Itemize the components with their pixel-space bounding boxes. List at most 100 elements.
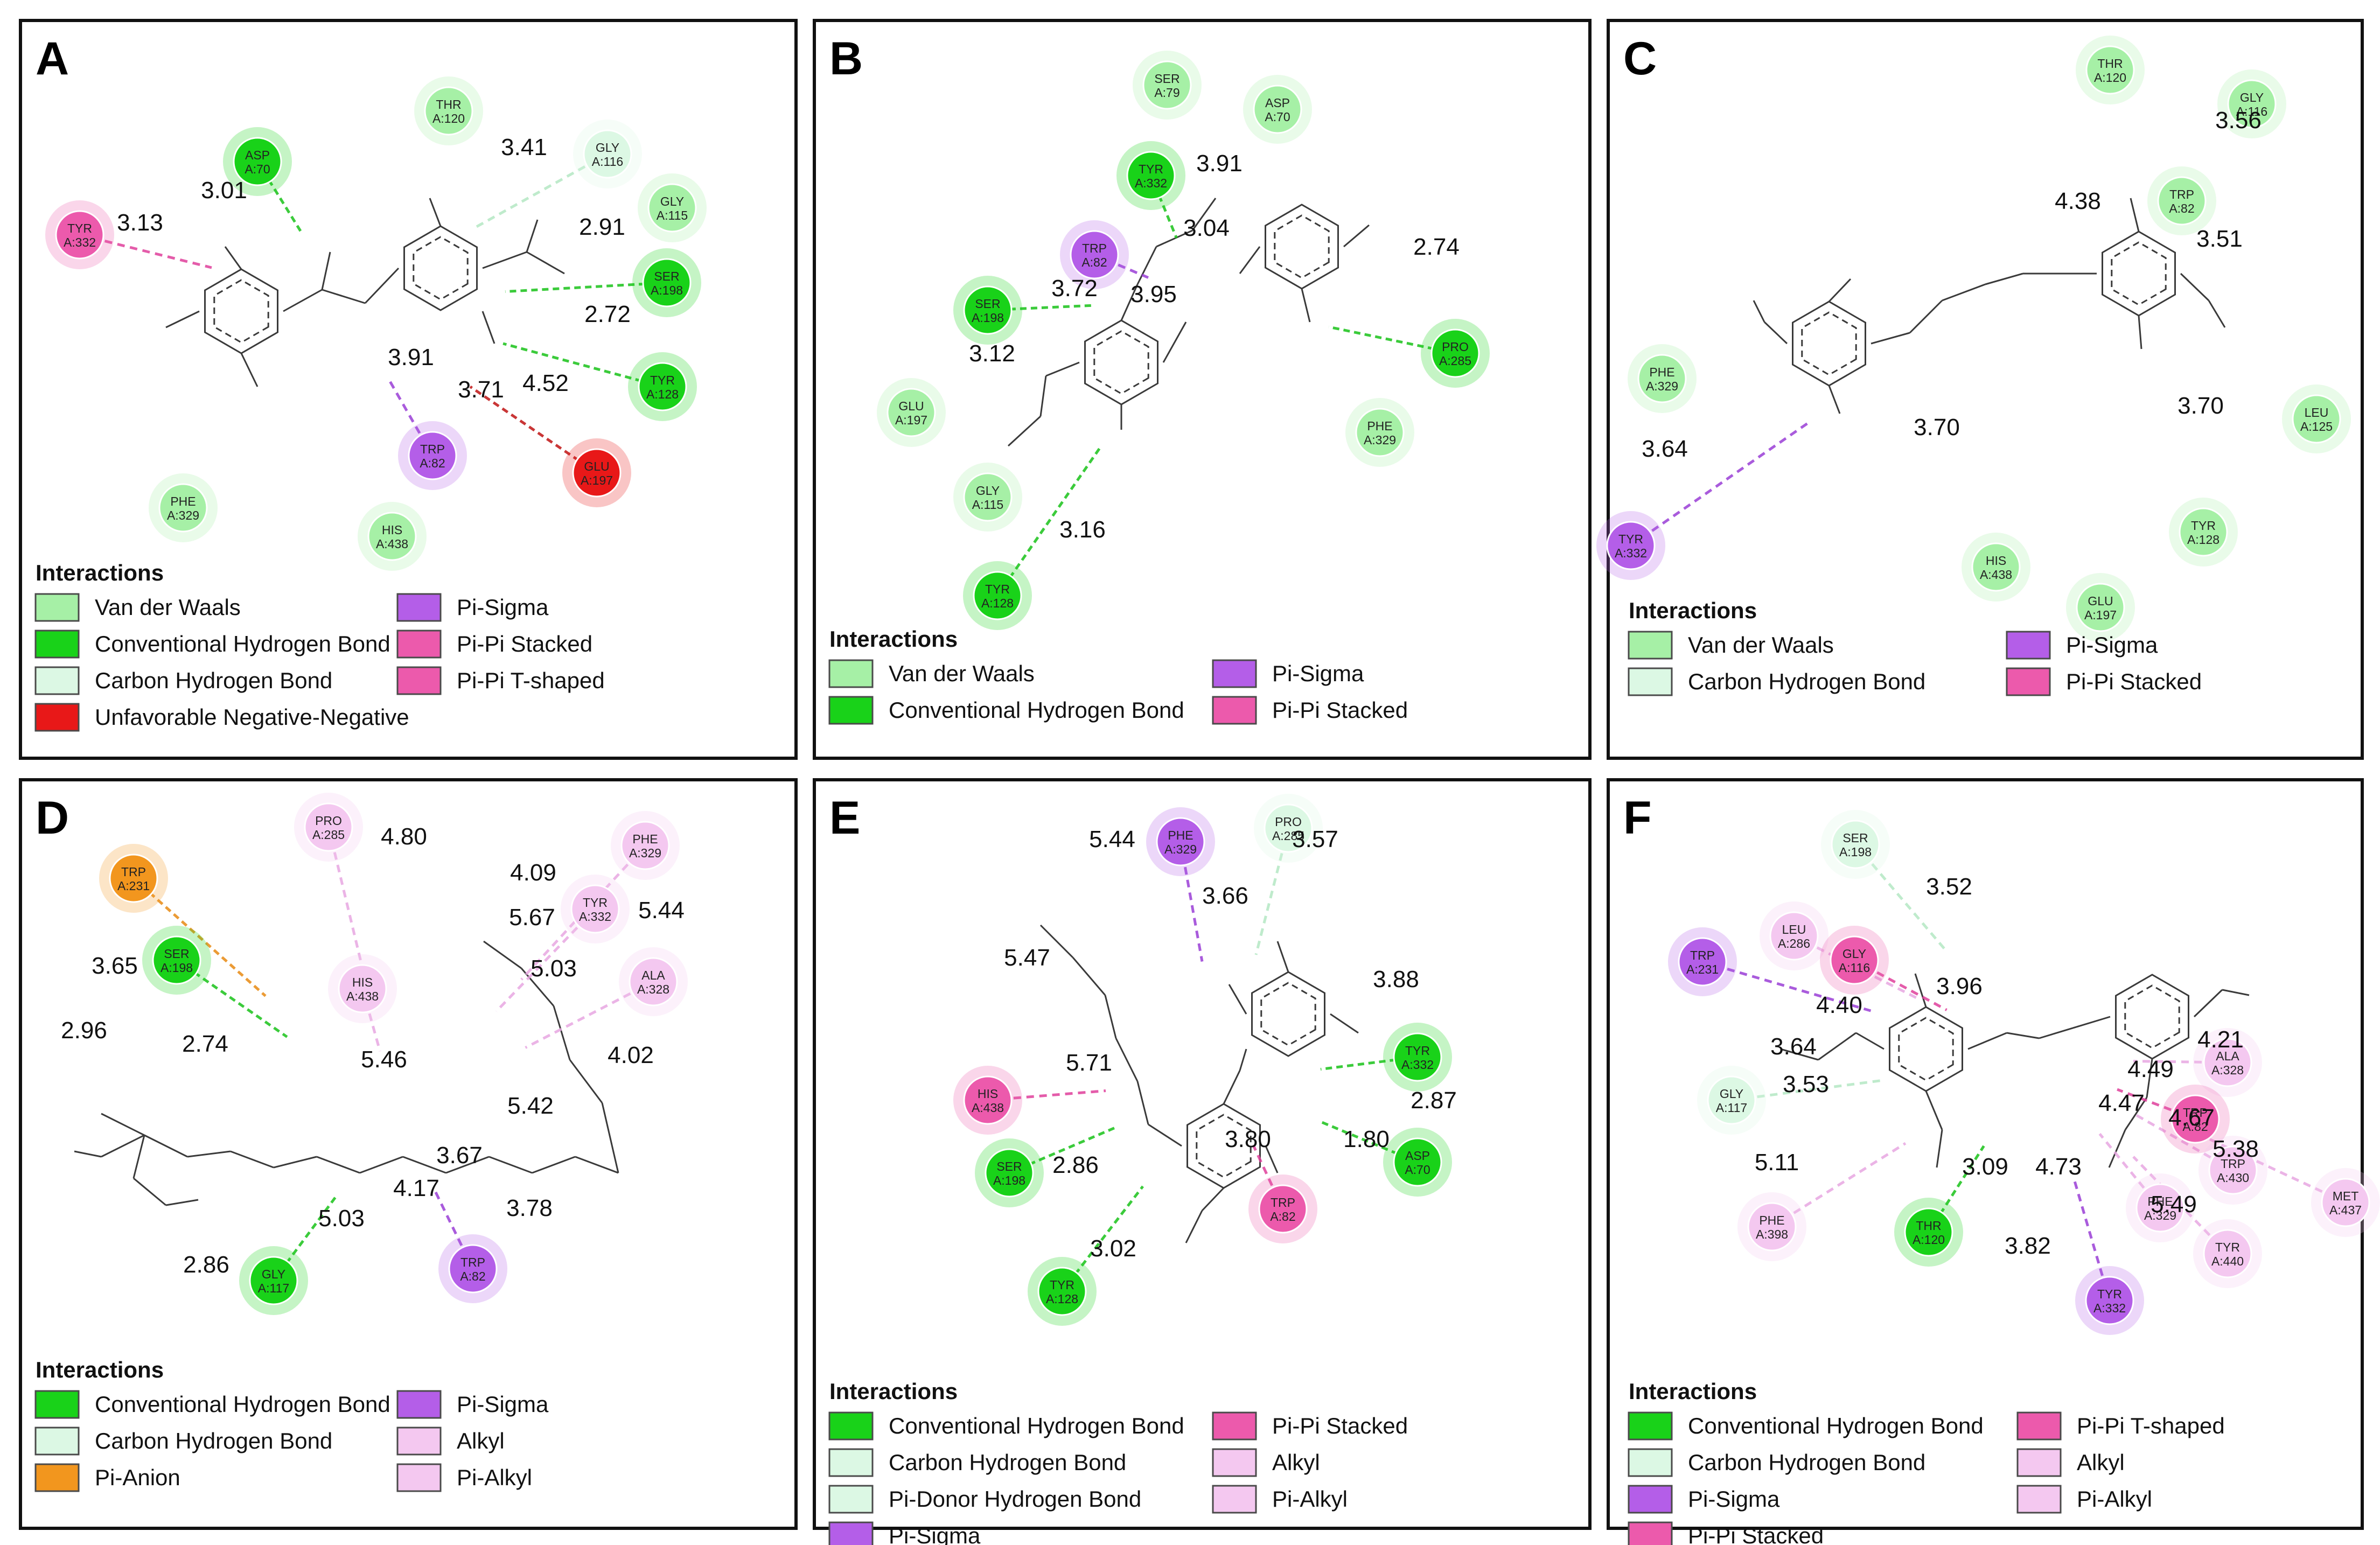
residue-id: A:115: [657, 208, 688, 222]
residue-disc: [572, 448, 622, 498]
interaction-line: [361, 988, 381, 1052]
ligand-structure: [1753, 198, 2226, 414]
ligand-bond: [575, 1156, 619, 1174]
interaction-line: [2073, 1179, 2111, 1301]
residue-id: A:128: [981, 596, 1014, 610]
residue-id: A:332: [64, 235, 96, 249]
legend-item-pistacked: Pi-Pi Stacked: [396, 630, 592, 659]
distance-label: 3.64: [1770, 1033, 1817, 1060]
ligand-bond: [283, 289, 323, 312]
legend-label: Alkyl: [2077, 1450, 2125, 1475]
residue-name: SER: [1842, 831, 1868, 845]
residue-name: HIS: [352, 975, 373, 989]
residue-name: TRP: [460, 1255, 485, 1269]
residue-id: A:70: [1265, 110, 1290, 124]
residue-id: A:120: [432, 111, 465, 125]
residue-disc: [638, 362, 687, 411]
residue-id: A:198: [651, 283, 683, 297]
ligand-bond: [2124, 1097, 2148, 1130]
residue-id: A:398: [1756, 1227, 1788, 1241]
panel-a: AASPA:70THRA:120GLYA:116GLYA:115SERA:198…: [19, 19, 798, 760]
ligand-bond: [144, 1134, 188, 1158]
residue-disc: [1070, 230, 1119, 279]
legend-swatch: [2006, 667, 2051, 696]
ligand-bond: [1136, 246, 1157, 285]
residue-name: SER: [654, 269, 679, 283]
legend-label: Van der Waals: [889, 661, 1035, 686]
residue-name: THR: [2097, 57, 2123, 71]
residue-disc: [2203, 1229, 2252, 1278]
residue-name: GLY: [1720, 1087, 1743, 1101]
legend-item-cahb: Carbon Hydrogen Bond: [34, 1427, 332, 1456]
ligand-bond: [569, 1059, 603, 1103]
legend-swatch: [828, 659, 874, 688]
residue-disc: [985, 1148, 1034, 1198]
distance-label: 5.67: [509, 904, 555, 931]
legend-item-chb: Conventional Hydrogen Bond: [828, 1411, 1184, 1441]
residue-id: A:286: [1778, 936, 1810, 950]
legend-swatch: [34, 1427, 80, 1456]
residue-id: A:438: [1980, 568, 2012, 582]
ligand-bond: [1228, 984, 1247, 1015]
legend-swatch: [34, 703, 80, 732]
legend-item-vdw: Van der Waals: [34, 593, 241, 622]
residue-disc: [1258, 1184, 1308, 1234]
legend-label: Van der Waals: [1688, 632, 1834, 658]
residue-name: TYR: [583, 896, 608, 910]
legend-label: Pi-Pi Stacked: [2066, 669, 2202, 694]
residue-disc: [304, 802, 353, 852]
residue-disc: [642, 258, 692, 307]
distance-label: 3.67: [436, 1142, 483, 1169]
ligand-bond: [2130, 198, 2140, 232]
residue-disc: [973, 571, 1022, 620]
panel-letter: E: [829, 792, 860, 844]
legend-title: Interactions: [829, 626, 958, 652]
residue-disc: [963, 472, 1013, 522]
interaction-line: [996, 447, 1101, 597]
ligand-bond: [1104, 995, 1117, 1039]
legend-label: Pi-Donor Hydrogen Bond: [889, 1486, 1141, 1512]
residue-name: ASP: [1405, 1149, 1430, 1163]
residue-disc: [1769, 911, 1819, 961]
residue-id: A:328: [2211, 1063, 2244, 1077]
residue-disc: [963, 1075, 1013, 1125]
aromatic-ring-inner: [213, 279, 269, 344]
distance-label: 1.80: [1343, 1126, 1390, 1152]
legend-item-pitshaped: Pi-Pi T-shaped: [2016, 1411, 2225, 1441]
aromatic-ring-inner: [1260, 982, 1316, 1046]
ligand-bond: [132, 1135, 145, 1179]
distance-label: 3.78: [506, 1195, 553, 1221]
ligand-bond: [526, 219, 539, 253]
ligand-bond: [1925, 1090, 1943, 1130]
residue-name: PHE: [632, 832, 658, 846]
residue-name: PRO: [1275, 815, 1302, 829]
residue-name: GLY: [596, 141, 619, 155]
residue-id: A:438: [972, 1101, 1004, 1115]
residue-id: A:197: [581, 473, 613, 487]
residue-disc: [367, 512, 417, 561]
interaction-line: [2191, 1130, 2347, 1204]
ligand-bond: [429, 198, 442, 227]
legend-item-chb: Conventional Hydrogen Bond: [828, 696, 1184, 725]
ligand-bond: [321, 251, 331, 290]
residue-id: A:197: [895, 413, 927, 427]
residue-name: SER: [975, 297, 1000, 311]
legend-label: Pi-Alkyl: [2077, 1486, 2152, 1512]
ligand-bond: [74, 1150, 102, 1158]
residue-name: GLY: [1842, 947, 1866, 961]
residue-disc: [2085, 45, 2135, 95]
distance-label: 3.80: [1225, 1126, 1271, 1152]
legend-label: Pi-Pi T-shaped: [2077, 1413, 2225, 1438]
